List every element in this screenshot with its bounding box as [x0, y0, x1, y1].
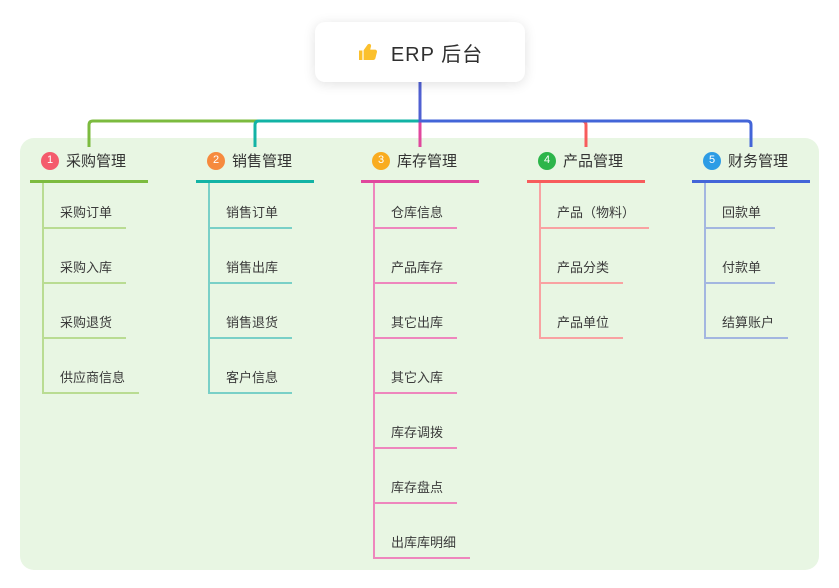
branch-label: 销售管理 [232, 153, 293, 170]
child-node[interactable]: 产品分类 [541, 257, 624, 284]
child-row: 客户信息 [210, 339, 314, 394]
child-row: 产品单位 [541, 284, 645, 339]
child-node[interactable]: 回款单 [706, 202, 776, 229]
root-title: ERP 后台 [390, 43, 484, 66]
child-row: 其它出库 [375, 284, 479, 339]
child-node[interactable]: 产品库存 [375, 257, 458, 284]
branch-children: 回款单付款单结算账户 [704, 183, 810, 339]
child-row: 供应商信息 [44, 339, 148, 394]
child-row: 产品（物料） [541, 183, 650, 229]
child-row: 采购入库 [44, 229, 148, 284]
child-node[interactable]: 产品单位 [541, 312, 624, 339]
child-row: 采购退货 [44, 284, 148, 339]
child-node[interactable]: 仓库信息 [375, 202, 458, 229]
child-node[interactable]: 其它出库 [375, 312, 458, 339]
child-node[interactable]: 其它入库 [375, 367, 458, 394]
child-node[interactable]: 采购入库 [44, 257, 127, 284]
child-node[interactable]: 销售订单 [210, 202, 293, 229]
branch-label: 产品管理 [563, 153, 624, 170]
child-node[interactable]: 产品（物料） [541, 202, 650, 229]
child-node[interactable]: 采购退货 [44, 312, 127, 339]
child-node[interactable]: 采购订单 [44, 202, 127, 229]
child-row: 仓库信息 [375, 183, 479, 229]
child-row: 销售出库 [210, 229, 314, 284]
branch-node-4[interactable]: 4 产品管理 [527, 150, 645, 183]
branches-panel [20, 138, 819, 570]
branch-number-badge: 3 [372, 151, 390, 170]
branch-number-badge: 1 [41, 151, 59, 170]
child-row: 产品库存 [375, 229, 479, 284]
branch-children: 产品（物料） 产品分类产品单位 [539, 183, 650, 339]
child-row: 其它入库 [375, 339, 479, 394]
child-node[interactable]: 销售出库 [210, 257, 293, 284]
root-node[interactable]: ERP 后台 [315, 22, 525, 82]
branch-node-3[interactable]: 3 库存管理 [361, 150, 479, 183]
child-row: 回款单 [706, 183, 810, 229]
child-row: 库存调拨 [375, 394, 479, 449]
child-node[interactable]: 付款单 [706, 257, 776, 284]
thumbs-up-icon [357, 40, 381, 64]
child-row: 出库库明细 [375, 504, 479, 559]
branch-column: 3 库存管理仓库信息产品库存其它出库其它入库库存调拨库存盘点出库库明细 [361, 150, 479, 559]
branch-column: 4 产品管理产品（物料） 产品分类产品单位 [527, 150, 650, 339]
child-node[interactable]: 出库库明细 [375, 532, 471, 559]
branch-children: 销售订单销售出库销售退货客户信息 [208, 183, 314, 394]
child-row: 销售退货 [210, 284, 314, 339]
child-row: 库存盘点 [375, 449, 479, 504]
branch-label: 库存管理 [397, 153, 458, 170]
child-row: 产品分类 [541, 229, 645, 284]
branch-children: 采购订单采购入库采购退货供应商信息 [42, 183, 148, 394]
branch-column: 2 销售管理销售订单销售出库销售退货客户信息 [196, 150, 314, 394]
branch-number-badge: 4 [538, 151, 556, 170]
branch-label: 采购管理 [66, 153, 127, 170]
child-row: 采购订单 [44, 183, 148, 229]
branch-node-1[interactable]: 1 采购管理 [30, 150, 148, 183]
child-node[interactable]: 供应商信息 [44, 367, 140, 394]
branch-column: 5 财务管理回款单付款单结算账户 [692, 150, 810, 339]
branch-children: 仓库信息产品库存其它出库其它入库库存调拨库存盘点出库库明细 [373, 183, 479, 559]
branch-label: 财务管理 [728, 153, 789, 170]
branch-node-2[interactable]: 2 销售管理 [196, 150, 314, 183]
child-node[interactable]: 客户信息 [210, 367, 293, 394]
branch-column: 1 采购管理采购订单采购入库采购退货供应商信息 [30, 150, 148, 394]
child-node[interactable]: 销售退货 [210, 312, 293, 339]
child-node[interactable]: 结算账户 [706, 312, 789, 339]
child-row: 销售订单 [210, 183, 314, 229]
branch-node-5[interactable]: 5 财务管理 [692, 150, 810, 183]
child-node[interactable]: 库存调拨 [375, 422, 458, 449]
child-node[interactable]: 库存盘点 [375, 477, 458, 504]
branch-number-badge: 2 [207, 151, 225, 170]
child-row: 结算账户 [706, 284, 810, 339]
branch-number-badge: 5 [703, 151, 721, 170]
child-row: 付款单 [706, 229, 810, 284]
